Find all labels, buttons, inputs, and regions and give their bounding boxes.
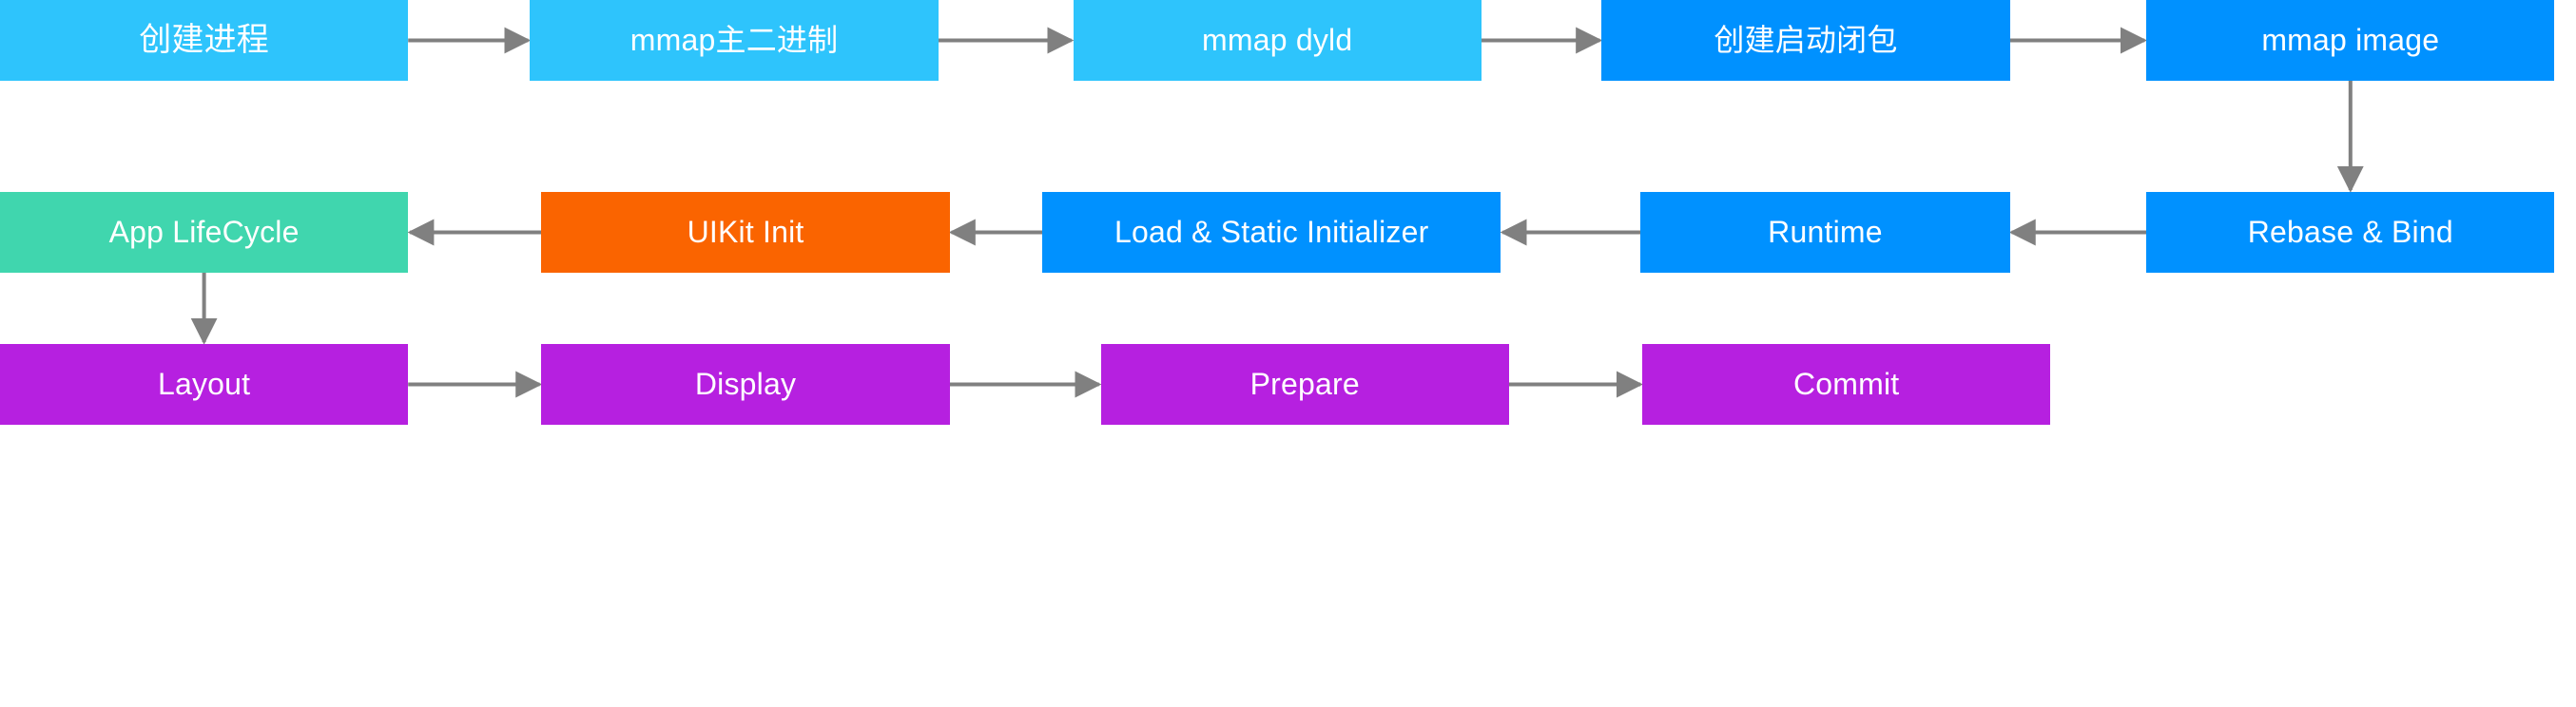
node-layout[interactable]: Layout (0, 344, 409, 425)
node-rebase-bind[interactable]: Rebase & Bind (2146, 192, 2555, 273)
node-label: Commit (1792, 366, 1900, 401)
node-label: 创建启动闭包 (1714, 22, 1898, 57)
node-label: Prepare (1249, 366, 1360, 401)
node-mmap-image[interactable]: mmap image (2146, 0, 2555, 81)
node-mmap-dyld[interactable]: mmap dyld (1073, 0, 1482, 81)
node-label: Load & Static Initializer (1114, 214, 1429, 249)
node-prepare[interactable]: Prepare (1100, 344, 1509, 425)
node-load-static-initializer[interactable]: Load & Static Initializer (1042, 192, 1501, 273)
node-runtime[interactable]: Runtime (1640, 192, 2010, 273)
node-label: Display (694, 366, 797, 401)
node-label: mmap image (2261, 22, 2440, 57)
node-create-launch-closure[interactable]: 创建启动闭包 (1601, 0, 2010, 81)
node-mmap-main-binary[interactable]: mmap主二进制 (530, 0, 939, 81)
node-label: UIKit Init (687, 214, 804, 249)
node-uikit-init[interactable]: UIKit Init (541, 192, 950, 273)
node-label: mmap dyld (1202, 22, 1353, 57)
node-label: App LifeCycle (108, 214, 300, 249)
node-commit[interactable]: Commit (1642, 344, 2051, 425)
node-create-process[interactable]: 创建进程 (0, 0, 409, 81)
node-app-lifecycle[interactable]: App LifeCycle (0, 192, 409, 273)
node-label: Rebase & Bind (2247, 214, 2453, 249)
node-label: Runtime (1768, 214, 1883, 249)
node-label: 创建进程 (139, 21, 269, 58)
node-label: Layout (157, 366, 251, 401)
node-display[interactable]: Display (541, 344, 950, 425)
node-label: mmap主二进制 (629, 22, 839, 57)
